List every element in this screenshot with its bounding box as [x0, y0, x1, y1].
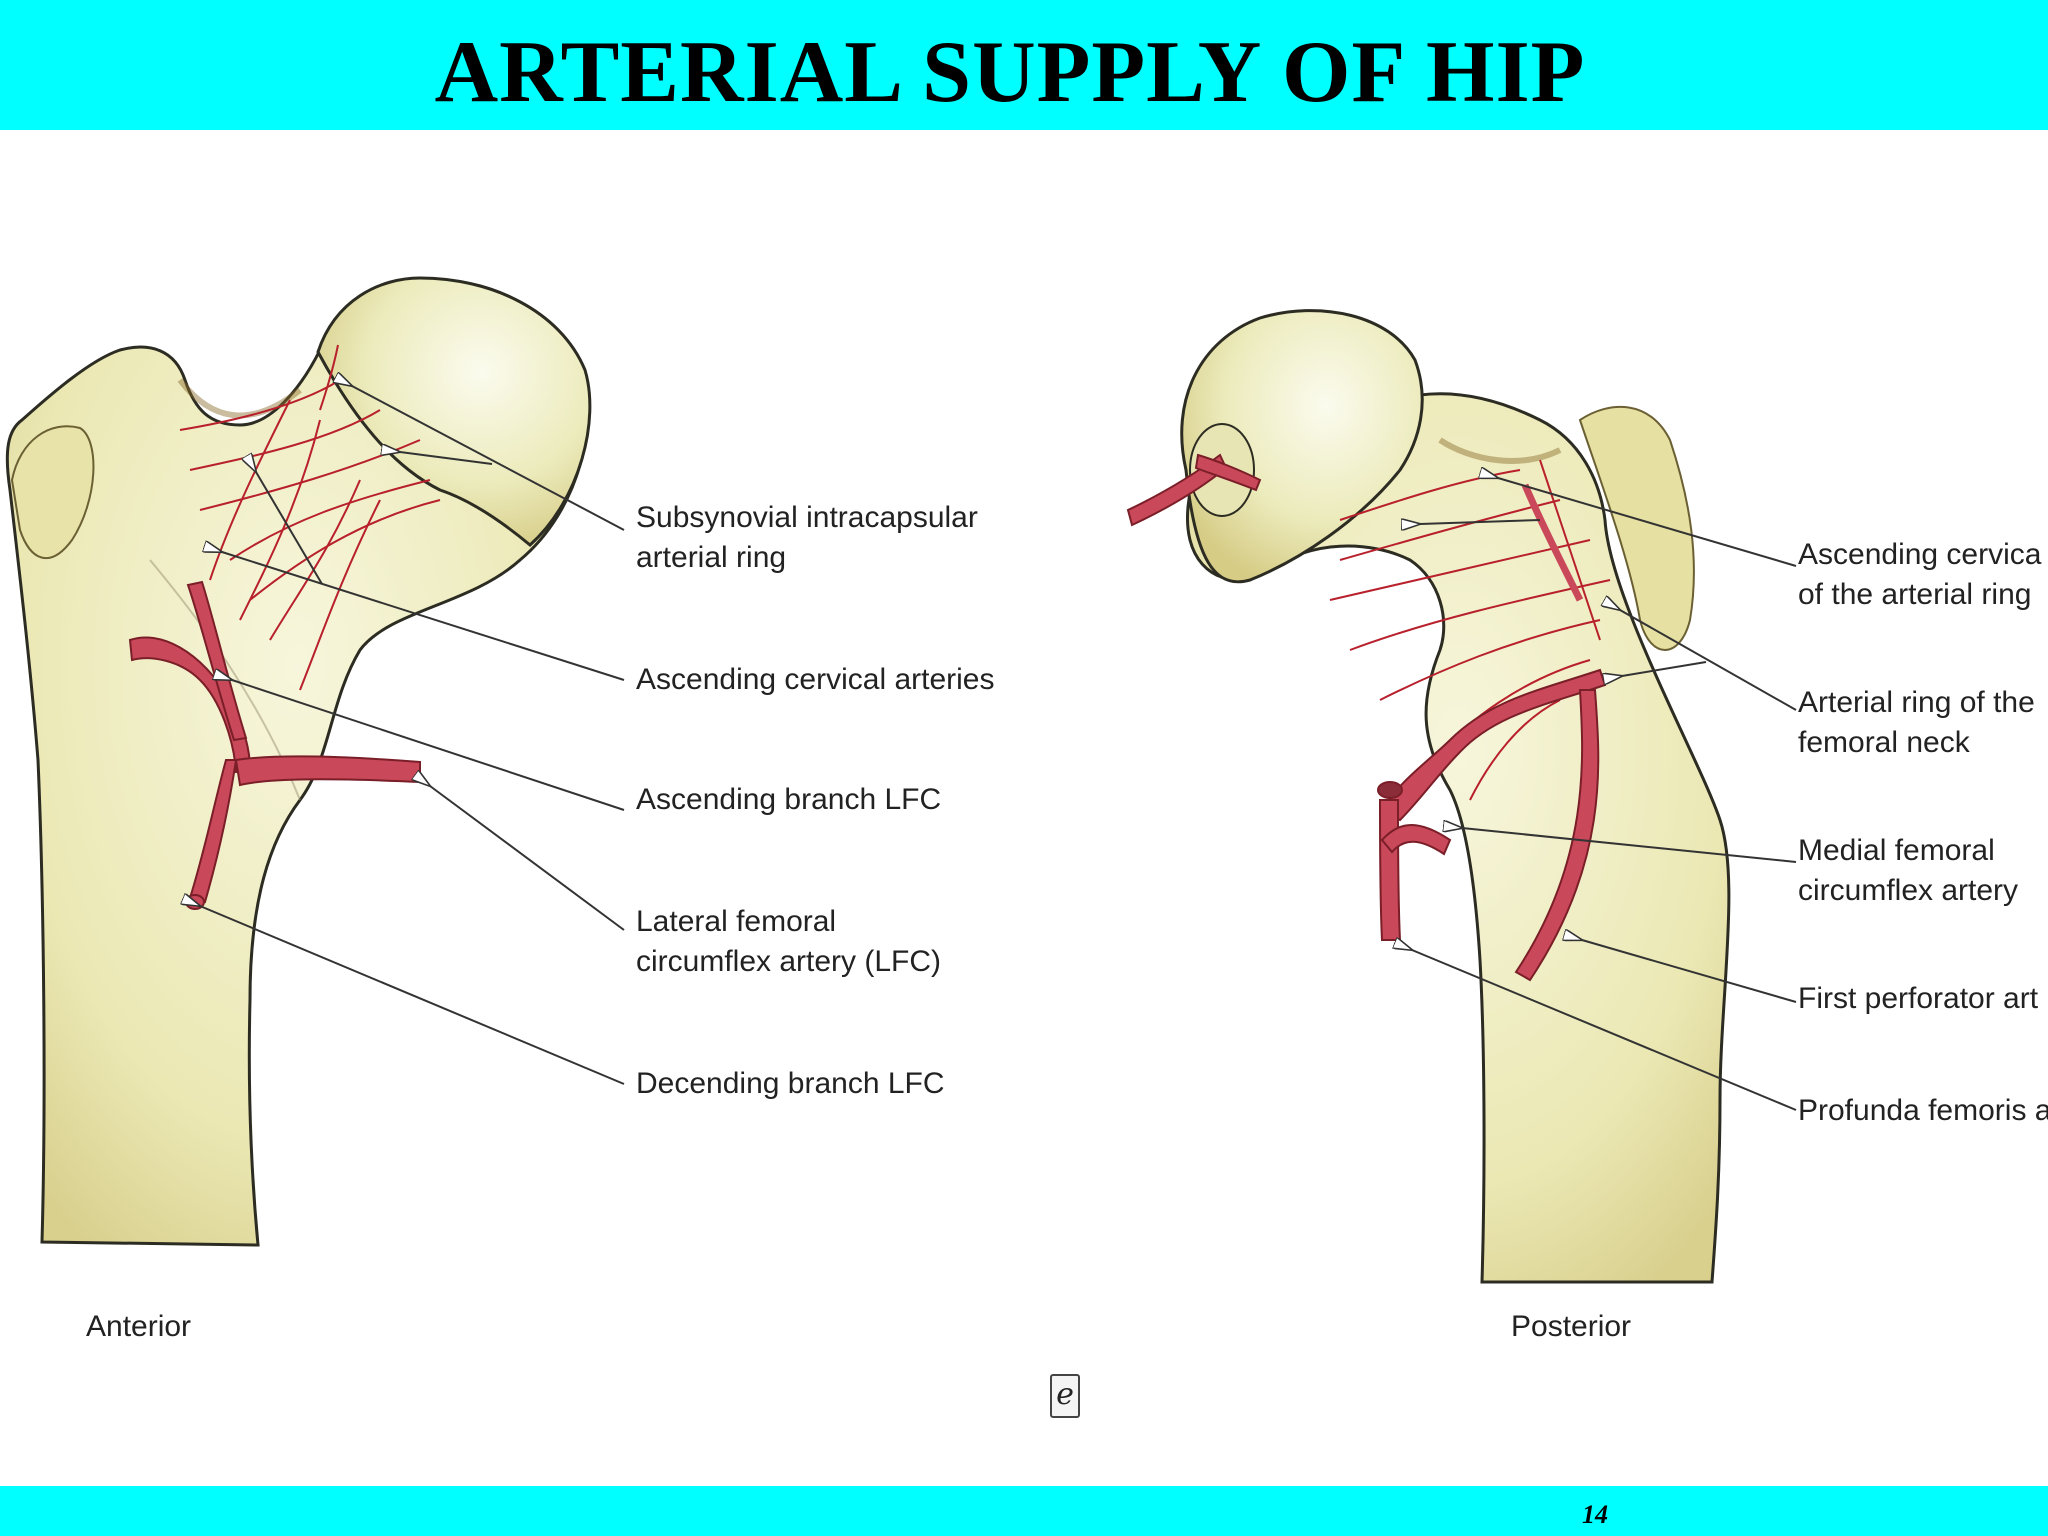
label-line: Profunda femoris a	[1798, 1094, 2048, 1127]
label-ascending-cervical-ring: Ascending cervica of the arterial ring	[1798, 535, 2041, 615]
label-line: circumflex artery	[1798, 874, 2019, 907]
anterior-leader-lines	[200, 386, 625, 1085]
leader-ascending-cervical-1	[256, 472, 323, 585]
anterior-view-label: Anterior	[86, 1310, 192, 1343]
leader-arterial-ring-neck-2	[1622, 661, 1707, 676]
anterior-cervical-arteries	[179, 344, 441, 691]
footer-band	[0, 1486, 2048, 1536]
label-ascending-cervical: Ascending cervical arteries	[636, 660, 995, 700]
label-ascending-branch-lfc: Ascending branch LFC	[636, 780, 941, 820]
label-descending-branch-lfc: Decending branch LFC	[636, 1064, 945, 1104]
leader-subsynovial-2	[400, 452, 493, 465]
label-line: Ascending cervical arteries	[636, 663, 995, 696]
leader-first-perforator	[1582, 940, 1797, 1003]
posterior-mfc-arteries	[1126, 453, 1607, 982]
anterior-femur	[5, 276, 592, 1247]
posterior-femoral-head	[1180, 309, 1424, 584]
title-band	[0, 0, 2048, 130]
leader-ascending-cervical-2	[222, 552, 625, 681]
label-line: Subsynovial intracapsular	[636, 501, 978, 534]
posterior-view-label: Posterior	[1511, 1310, 1632, 1343]
anterior-lfc-arteries	[128, 580, 421, 910]
e-logo-icon: ℯ	[1050, 1374, 1080, 1418]
page-number: 14	[1582, 1500, 1608, 1529]
label-line: Ascending cervica	[1798, 538, 2042, 571]
label-line: of the arterial ring	[1798, 578, 2032, 611]
label-lfc: Lateral femoral circumflex artery (LFC)	[636, 902, 941, 982]
posterior-leader-lines	[1412, 478, 1797, 1111]
leader-mfc	[1462, 828, 1797, 863]
leader-arterial-ring-neck-1	[1620, 610, 1797, 711]
label-line: femoral neck	[1798, 726, 1970, 759]
label-line: Medial femoral	[1798, 834, 1995, 867]
leader-lfc	[430, 786, 625, 931]
label-line: circumflex artery (LFC)	[636, 945, 942, 978]
label-line: Ascending branch LFC	[636, 783, 942, 816]
label-arterial-ring-neck: Arterial ring of the femoral neck	[1798, 683, 2035, 763]
label-line: arterial ring	[636, 541, 787, 574]
label-line: First perforator art	[1798, 982, 2039, 1015]
leader-descending-branch	[200, 906, 625, 1085]
leader-subsynovial-1	[352, 386, 625, 531]
slide-title: ARTERIAL SUPPLY OF HIP	[434, 24, 1586, 121]
anterior-greater-trochanter	[10, 425, 95, 560]
leader-ascending-branch	[232, 680, 625, 811]
label-line: Lateral femoral	[636, 905, 837, 938]
label-line: Decending branch LFC	[636, 1067, 945, 1100]
label-line: Arterial ring of the	[1798, 686, 2035, 719]
label-profunda-femoris: Profunda femoris a	[1798, 1091, 2048, 1131]
label-first-perforator: First perforator art	[1798, 979, 2038, 1019]
label-mfc: Medial femoral circumflex artery	[1798, 831, 2018, 911]
leader-ascending-cervical-ring-1	[1498, 478, 1797, 567]
leader-ascending-cervical-ring-2	[1420, 520, 1541, 524]
posterior-femur	[1126, 309, 1731, 1284]
posterior-greater-trochanter	[1578, 406, 1695, 651]
anterior-femoral-head	[316, 276, 592, 547]
leader-profunda	[1412, 950, 1797, 1111]
label-subsynovial-ring: Subsynovial intracapsular arterial ring	[636, 498, 978, 578]
